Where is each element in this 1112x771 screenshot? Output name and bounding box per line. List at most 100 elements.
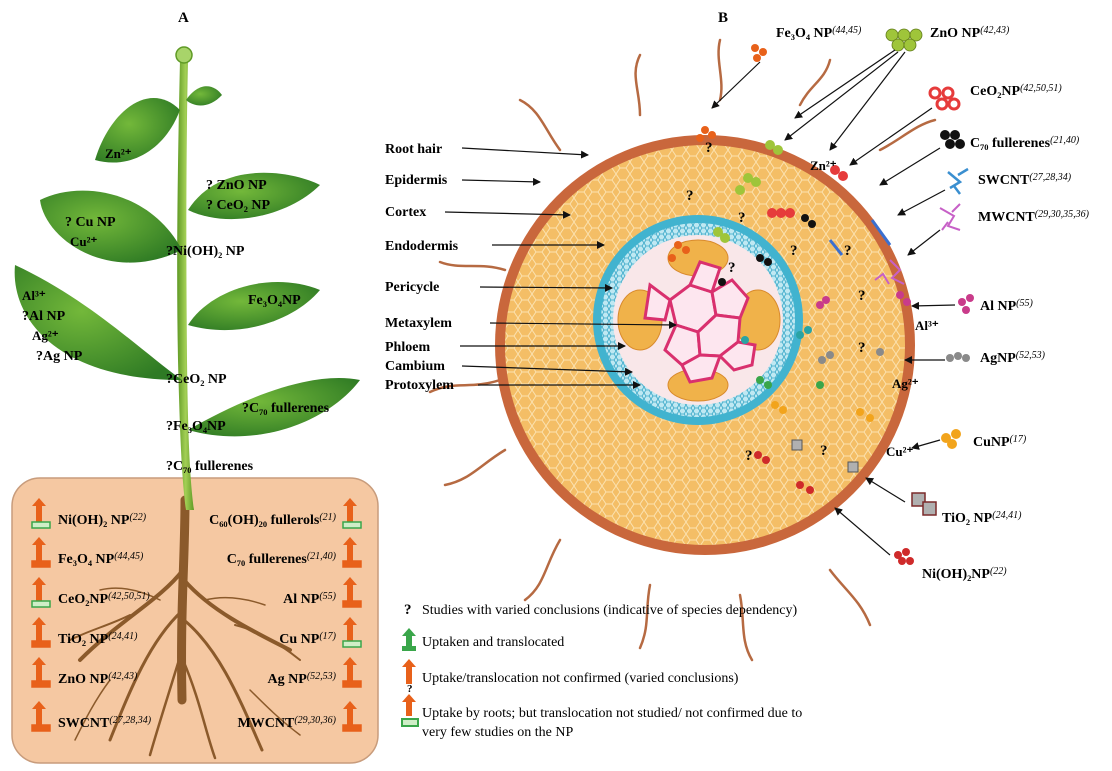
panel-a-label: A: [178, 10, 189, 26]
soil-item-name: Fe₃O₄ NP: [58, 552, 115, 567]
label-metaxylem: Metaxylem: [385, 316, 452, 331]
leaf-label-zno: ? ZnO NP: [206, 178, 267, 193]
leaf-label-c70: ?C₇₀ fullerenes: [242, 401, 330, 416]
legend-item-not-confirmed: Uptake/translocation not confirmed (vari…: [422, 671, 739, 686]
arrow-base-icon: [32, 725, 50, 731]
stem-label-fe3o4: ?Fe₃O₄NP: [166, 419, 226, 434]
np-label-fe3o4: Fe₃O₄ NP(44,45): [776, 25, 862, 41]
leaf-label-cunp: ? Cu NP: [65, 215, 116, 230]
leaf-label-ceo2: ? CeO₂ NP: [206, 198, 271, 213]
arrow-base-icon: [343, 561, 361, 567]
soil-item-ref: (17): [319, 631, 336, 642]
svg-text:?: ?: [705, 140, 713, 156]
leaf-label-agnp: ?Ag NP: [36, 349, 83, 364]
arrow-base-icon: [32, 522, 50, 528]
leaf-label-ag2: Ag²⁺: [32, 328, 59, 343]
svg-text:?: ?: [407, 683, 413, 695]
panel-b-label: B: [718, 10, 728, 26]
soil-item-name: Ni(OH)₂ NP: [58, 513, 130, 528]
soil-item-name: MWCNT: [238, 716, 295, 731]
np-label-nioh2: Ni(OH)₂NP(22): [922, 566, 1007, 582]
label-cortex: Cortex: [385, 205, 426, 220]
label-pericycle: Pericycle: [385, 280, 439, 295]
legend-orange-arrow-icon: ?: [402, 659, 416, 695]
soil-item-name: CeO₂NP: [58, 592, 109, 607]
svg-text:?: ?: [686, 188, 694, 204]
label-endodermis: Endodermis: [385, 239, 459, 254]
soil-item-name: Ag NP: [268, 672, 308, 687]
soil-item-name: C₇₀ fullerenes: [227, 552, 308, 567]
svg-text:?: ?: [858, 340, 866, 356]
leaf-label-al3: Al³⁺: [22, 288, 46, 303]
soil-item-ref: (27,28,34): [109, 715, 151, 726]
arrow-base-icon: [343, 601, 361, 607]
np-label-c70: C₇₀ fullerenes(21,40): [970, 135, 1080, 151]
soil-item-ref: (42,43): [108, 671, 138, 682]
legend-item-roots-only: Uptake by roots; but translocation not s…: [422, 706, 802, 721]
label-phloem: Phloem: [385, 340, 430, 355]
svg-text:?: ?: [790, 243, 798, 259]
label-protoxylem: Protoxylem: [385, 378, 454, 393]
legend-mixed-arrow-icon: [402, 694, 418, 726]
soil-item-ref: (52,53): [307, 671, 337, 682]
plant-bud: [176, 47, 192, 63]
label-cambium: Cambium: [385, 359, 445, 374]
stem-label-nioh2: ?Ni(OH)₂ NP: [166, 244, 245, 259]
ion-label-al: Al³⁺: [915, 318, 939, 333]
np-label-tio2: TiO₂ NP(24,41): [942, 510, 1022, 526]
stem-label-ceo2: ?CeO₂ NP: [166, 372, 227, 387]
arrow-base-icon: [32, 561, 50, 567]
soil-item-name: Al NP: [283, 592, 320, 607]
leaf-label-zn: Zn²⁺: [105, 146, 132, 161]
soil-item-ref: (24,41): [108, 631, 138, 642]
ion-label-cu: Cu²⁺: [886, 444, 914, 459]
np-label-swcnt: SWCNT(27,28,34): [978, 172, 1072, 188]
soil-item-ref: (22): [129, 512, 146, 523]
soil-item-ref: (29,30,36): [294, 715, 336, 726]
arrow-base-icon: [32, 681, 50, 687]
panel-a: A Zn²⁺ ? Cu NP Cu²⁺ ? ZnO NP ? CeO₂ NP A…: [12, 10, 378, 763]
soil-item-ref: (42,50,51): [108, 591, 150, 602]
panel-b: B: [385, 10, 1090, 660]
leaf-label-fe3o4: Fe₃O₄NP: [248, 293, 301, 308]
svg-text:?: ?: [738, 210, 746, 226]
label-root-hair: Root hair: [385, 142, 442, 157]
svg-text:?: ?: [858, 288, 866, 304]
svg-text:?: ?: [820, 443, 828, 459]
soil-item-name: Cu NP: [279, 632, 320, 647]
soil-item-name: ZnO NP: [58, 672, 109, 687]
soil-item-ref: (21,40): [307, 551, 337, 562]
legend-green-arrow-icon: [402, 628, 416, 651]
svg-text:?: ?: [745, 448, 753, 464]
svg-text:?: ?: [728, 260, 736, 276]
legend-item-varied: Studies with varied conclusions (indicat…: [422, 603, 798, 618]
np-label-agnp: AgNP(52,53): [980, 350, 1046, 366]
legend-item-roots-only-cont: very few studies on the NP: [422, 725, 573, 740]
soil-item-ref: (21): [319, 512, 336, 523]
soil-item-ref: (44,45): [114, 551, 144, 562]
np-label-cunp: CuNP(17): [973, 434, 1027, 450]
plant-stem: [177, 60, 194, 510]
np-label-zno: ZnO NP(42,43): [930, 25, 1010, 41]
arrow-base-icon: [343, 522, 361, 528]
np-label-ceo2: CeO₂NP(42,50,51): [970, 83, 1062, 99]
leaf-label-alnp: ?Al NP: [22, 309, 66, 324]
legend-question-mark: ?: [404, 602, 412, 618]
arrow-base-icon: [32, 641, 50, 647]
ion-label-zn: Zn²⁺: [810, 158, 837, 173]
label-epidermis: Epidermis: [385, 173, 448, 188]
np-label-alnp: Al NP(55): [980, 298, 1034, 314]
arrow-base-icon: [32, 601, 50, 607]
svg-text:?: ?: [844, 243, 852, 259]
tissue-labels: Root hair Epidermis Cortex Endodermis Pe…: [385, 142, 459, 393]
stem-label-c70: ?C₇₀ fullerenes: [166, 459, 254, 474]
soil-item-label: C₆₀(OH)₂₀ fullerols(21): [209, 512, 337, 528]
arrow-base-icon: [343, 681, 361, 687]
arrow-base-icon: [343, 641, 361, 647]
soil-item-name: C₆₀(OH)₂₀ fullerols: [209, 513, 320, 528]
arrow-base-icon: [343, 725, 361, 731]
leaf-label-cu2: Cu²⁺: [70, 234, 98, 249]
soil-item-name: TiO₂ NP: [58, 632, 109, 647]
soil-item-name: SWCNT: [58, 716, 110, 731]
